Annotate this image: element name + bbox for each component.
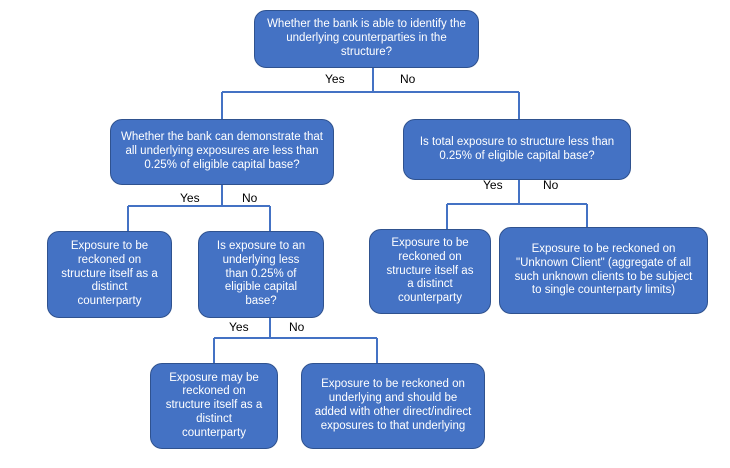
underlying-yes-outcome-text: Exposure may be reckoned on structure it… <box>165 371 263 439</box>
identified-no-label: No <box>242 191 258 205</box>
unidentified-check-text: Is total exposure to structure less than… <box>419 135 615 162</box>
underlying-check-text: Is exposure to an underlying less than 0… <box>216 240 306 308</box>
identified-yes-label: Yes <box>180 191 200 205</box>
underlying-no-outcome-box: Exposure to be reckoned on underlying an… <box>301 363 485 449</box>
identified-yes-outcome-box: Exposure to be reckoned on structure its… <box>47 231 172 318</box>
identified-check-box: Whether the bank can demonstrate that al… <box>110 119 334 185</box>
root-question-box: Whether the bank is able to identify the… <box>254 10 479 68</box>
identified-yes-outcome-text: Exposure to be reckoned on structure its… <box>61 240 158 308</box>
unidentified-yes-outcome-box: Exposure to be reckoned on structure its… <box>369 229 491 314</box>
unidentified-no-outcome-text: Exposure to be reckoned on "Unknown Clie… <box>514 242 693 297</box>
underlying-yes-outcome-box: Exposure may be reckoned on structure it… <box>150 363 278 449</box>
root-no-label: No <box>400 72 416 86</box>
unidentified-yes-outcome-text: Exposure to be reckoned on structure its… <box>386 237 474 305</box>
unidentified-yes-label: Yes <box>483 178 503 192</box>
root-yes-label: Yes <box>325 72 345 86</box>
underlying-no-label: No <box>289 320 305 334</box>
unidentified-check-box: Is total exposure to structure less than… <box>403 119 631 180</box>
unidentified-no-outcome-box: Exposure to be reckoned on "Unknown Clie… <box>499 227 708 314</box>
underlying-no-outcome-text: Exposure to be reckoned on underlying an… <box>314 378 472 432</box>
identified-check-text: Whether the bank can demonstrate that al… <box>120 131 323 171</box>
unidentified-no-label: No <box>543 178 559 192</box>
underlying-check-box: Is exposure to an underlying less than 0… <box>198 231 324 318</box>
root-question-text: Whether the bank is able to identify the… <box>267 18 466 58</box>
underlying-yes-label: Yes <box>229 320 249 334</box>
